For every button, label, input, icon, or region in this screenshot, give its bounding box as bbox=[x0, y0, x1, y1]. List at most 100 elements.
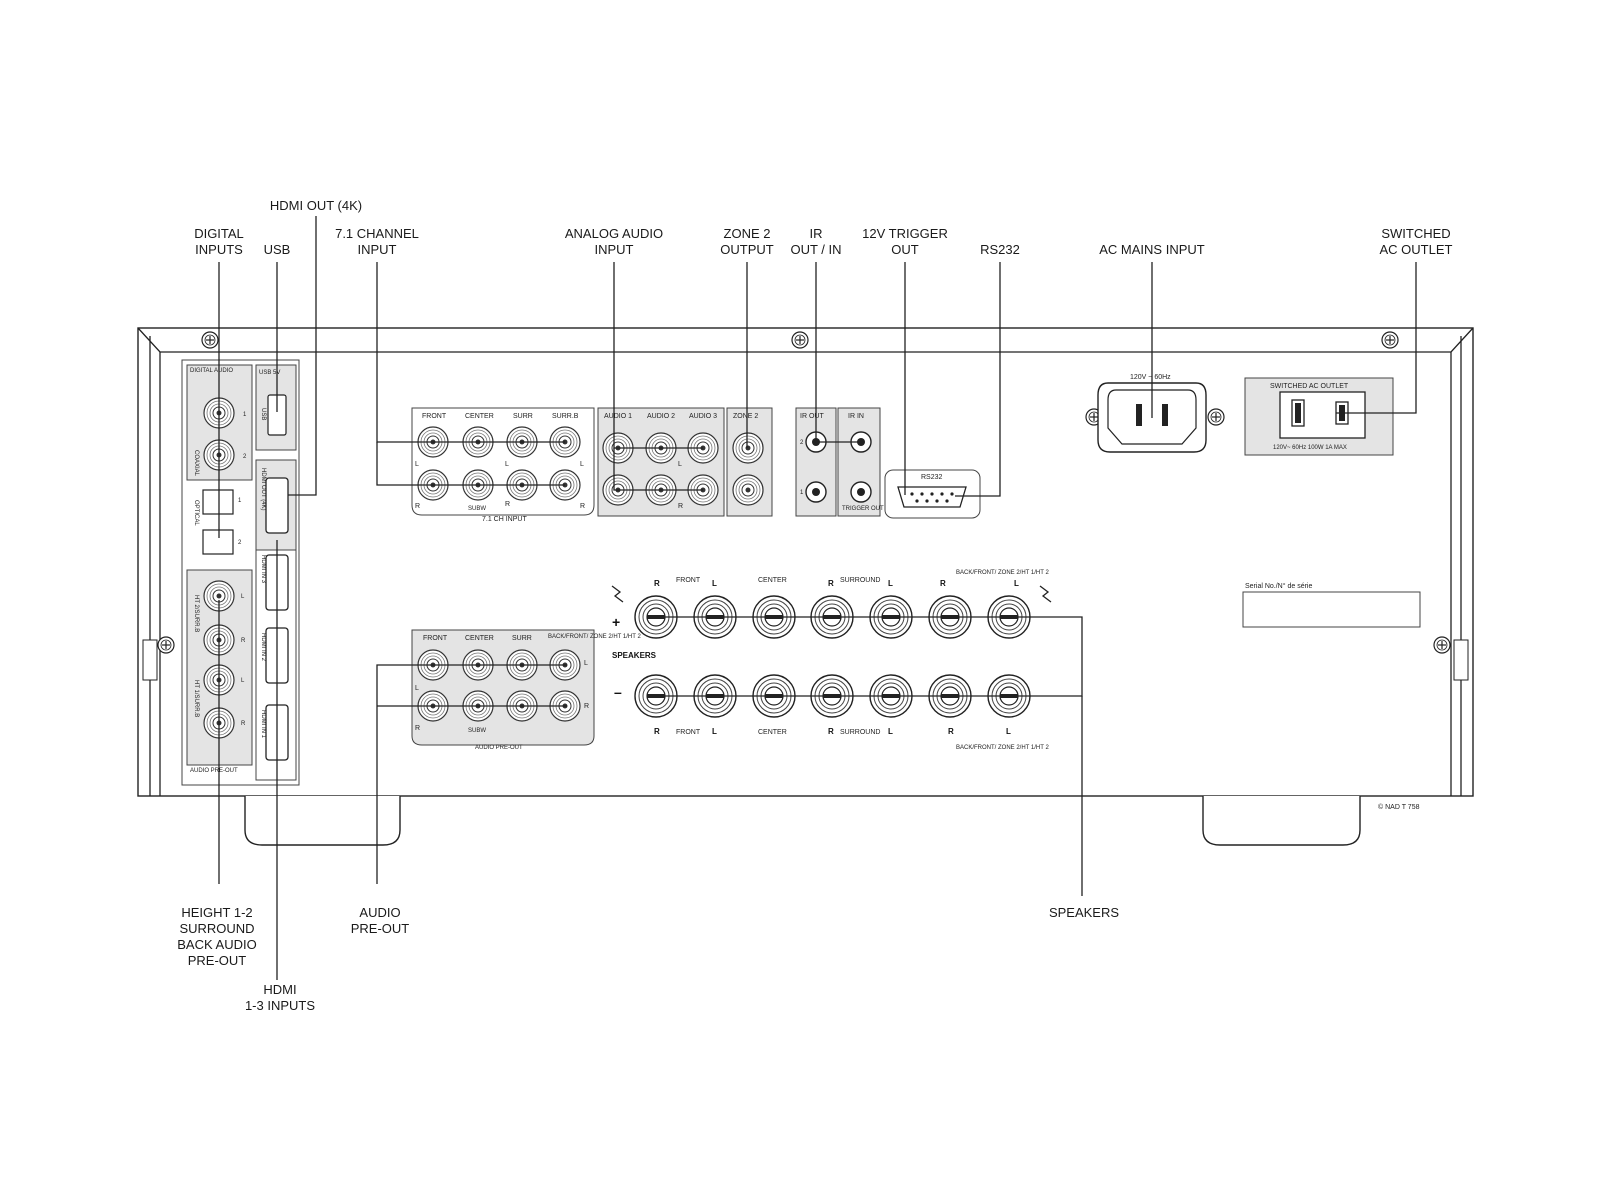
svg-text:2: 2 bbox=[238, 540, 242, 546]
svg-text:FRONT: FRONT bbox=[422, 413, 447, 420]
svg-text:L: L bbox=[584, 660, 588, 667]
serial-box bbox=[1242, 591, 1421, 628]
ch71-input-panel: FRONT CENTER SURR SURR.B L L L R R R SUB… bbox=[411, 407, 595, 523]
ac-mains-callout: AC MAINS INPUT bbox=[1099, 242, 1205, 257]
preout-footer: AUDIO PRE-OUT bbox=[475, 745, 523, 751]
svg-text:HDMI OUT (4K): HDMI OUT (4K) bbox=[260, 468, 266, 511]
rs232-port[interactable] bbox=[897, 486, 967, 508]
svg-text:1: 1 bbox=[238, 498, 242, 504]
svg-text:RS232: RS232 bbox=[921, 474, 943, 481]
hdmi-out-callout: HDMI OUT (4K) bbox=[270, 198, 362, 213]
svg-text:L: L bbox=[580, 461, 584, 468]
svg-text:PRE-OUT: PRE-OUT bbox=[351, 921, 410, 936]
svg-text:ZONE 2: ZONE 2 bbox=[733, 413, 758, 420]
hdmi-inputs-callout: HDMI bbox=[263, 982, 296, 997]
svg-text:R: R bbox=[584, 703, 589, 710]
svg-text:1: 1 bbox=[800, 490, 804, 496]
svg-text:L: L bbox=[888, 579, 893, 588]
svg-text:R: R bbox=[241, 638, 246, 644]
speakers-callout: SPEAKERS bbox=[1049, 905, 1119, 920]
svg-text:SUBW: SUBW bbox=[468, 728, 486, 734]
digital-audio-label: DIGITAL AUDIO bbox=[190, 368, 233, 374]
svg-text:L: L bbox=[712, 727, 717, 736]
svg-text:SURROUND: SURROUND bbox=[840, 577, 880, 584]
svg-text:CENTER: CENTER bbox=[465, 413, 494, 420]
svg-text:FRONT: FRONT bbox=[423, 635, 448, 642]
svg-text:FRONT: FRONT bbox=[676, 729, 701, 736]
svg-text:L: L bbox=[888, 727, 893, 736]
preout-small-label: AUDIO PRE-OUT bbox=[190, 768, 238, 774]
callout-labels: DIGITAL INPUTS USB HDMI OUT (4K) 7.1 CHA… bbox=[177, 198, 1452, 1013]
svg-text:R: R bbox=[940, 579, 946, 588]
svg-text:AC OUTLET: AC OUTLET bbox=[1380, 242, 1453, 257]
svg-text:PRE-OUT: PRE-OUT bbox=[188, 953, 247, 968]
minus-sign: – bbox=[614, 684, 622, 700]
plus-sign: + bbox=[612, 614, 620, 630]
svg-text:SURR: SURR bbox=[512, 635, 532, 642]
zone2-l-jack[interactable] bbox=[732, 432, 764, 464]
outlet-rating: 120V~ 60Hz 100W 1A MAX bbox=[1273, 445, 1347, 451]
svg-text:CENTER: CENTER bbox=[758, 577, 787, 584]
svg-text:L: L bbox=[241, 678, 245, 684]
svg-text:IR OUT: IR OUT bbox=[800, 413, 824, 420]
svg-text:1: 1 bbox=[243, 412, 247, 418]
svg-text:BACK/FRONT/ ZONE 2/HT 1/HT 2: BACK/FRONT/ ZONE 2/HT 1/HT 2 bbox=[548, 634, 641, 640]
svg-text:AUDIO 2: AUDIO 2 bbox=[647, 413, 675, 420]
svg-text:CENTER: CENTER bbox=[465, 635, 494, 642]
screw-icon bbox=[1381, 331, 1399, 349]
svg-text:INPUT: INPUT bbox=[358, 242, 397, 257]
screw-icon bbox=[1207, 408, 1225, 426]
svg-text:R: R bbox=[415, 503, 420, 510]
svg-text:OUT: OUT bbox=[891, 242, 919, 257]
model-label: © NAD T 758 bbox=[1378, 803, 1420, 811]
svg-text:BACK/FRONT/ ZONE 2/HT 1/HT 2: BACK/FRONT/ ZONE 2/HT 1/HT 2 bbox=[956, 570, 1049, 576]
speaker-terminals: + – SPEAKERS R FRONT L CENTER R SURROUND… bbox=[611, 570, 1052, 751]
svg-text:R: R bbox=[505, 501, 510, 508]
screw-icon bbox=[1433, 636, 1451, 654]
height-preout-callout: HEIGHT 1-2 bbox=[181, 905, 252, 920]
switched-ac-outlet: SWITCHED AC OUTLET 120V~ 60Hz 100W 1A MA… bbox=[1244, 377, 1394, 456]
svg-text:R: R bbox=[828, 727, 834, 736]
ch71-footer: 7.1 CH INPUT bbox=[482, 516, 527, 523]
analog-audio-panel: AUDIO 1 AUDIO 2 AUDIO 3 ZONE 2 L R bbox=[597, 407, 773, 517]
serial-label: Serial No./N° de série bbox=[1245, 582, 1312, 590]
trigger-callout: 12V TRIGGER bbox=[862, 226, 948, 241]
svg-text:R: R bbox=[654, 727, 660, 736]
svg-text:SURR: SURR bbox=[513, 413, 533, 420]
svg-text:AUDIO 3: AUDIO 3 bbox=[689, 413, 717, 420]
screw-icon bbox=[157, 636, 175, 654]
svg-text:R: R bbox=[241, 721, 246, 727]
switched-outlet-callout: SWITCHED bbox=[1381, 226, 1450, 241]
svg-text:IR IN: IR IN bbox=[848, 413, 864, 420]
hdmi-out-port[interactable] bbox=[265, 477, 289, 534]
trigger-small-label: TRIGGER OUT bbox=[842, 506, 884, 512]
svg-text:USB: USB bbox=[260, 408, 266, 420]
lightning-icon bbox=[611, 585, 624, 603]
svg-text:SURROUND: SURROUND bbox=[840, 729, 880, 736]
ch71-callout: 7.1 CHANNEL bbox=[335, 226, 419, 241]
svg-text:SURR.B: SURR.B bbox=[552, 413, 579, 420]
left-module: DIGITAL AUDIO USB 5V AUDIO PRE-OUT 1 2 C… bbox=[181, 359, 300, 786]
svg-text:R: R bbox=[948, 727, 954, 736]
svg-text:FRONT: FRONT bbox=[676, 577, 701, 584]
svg-text:2: 2 bbox=[243, 454, 247, 460]
digital-inputs-callout: DIGITAL bbox=[194, 226, 244, 241]
svg-text:R: R bbox=[828, 579, 834, 588]
optical-1-port[interactable] bbox=[202, 489, 234, 515]
svg-text:L: L bbox=[415, 685, 419, 692]
optical-label: OPTICAL bbox=[193, 500, 199, 526]
zone2-r-jack[interactable] bbox=[732, 474, 764, 506]
optical-2-port[interactable] bbox=[202, 529, 234, 555]
svg-text:BACK AUDIO: BACK AUDIO bbox=[177, 937, 256, 952]
svg-text:INPUTS: INPUTS bbox=[195, 242, 243, 257]
voltage-label: 120V ~ 60Hz bbox=[1130, 374, 1171, 381]
speakers-panel-label: SPEAKERS bbox=[612, 651, 657, 660]
audio-preout-panel: FRONT CENTER SURR BACK/FRONT/ ZONE 2/HT … bbox=[411, 629, 641, 751]
svg-text:AUDIO 1: AUDIO 1 bbox=[604, 413, 632, 420]
svg-text:HDMI IN 1: HDMI IN 1 bbox=[260, 710, 266, 739]
svg-text:SURROUND: SURROUND bbox=[179, 921, 254, 936]
ht1-label: HT 1/SURR.B bbox=[193, 680, 199, 717]
lightning-icon bbox=[1039, 585, 1052, 603]
rs232-callout: RS232 bbox=[980, 242, 1020, 257]
